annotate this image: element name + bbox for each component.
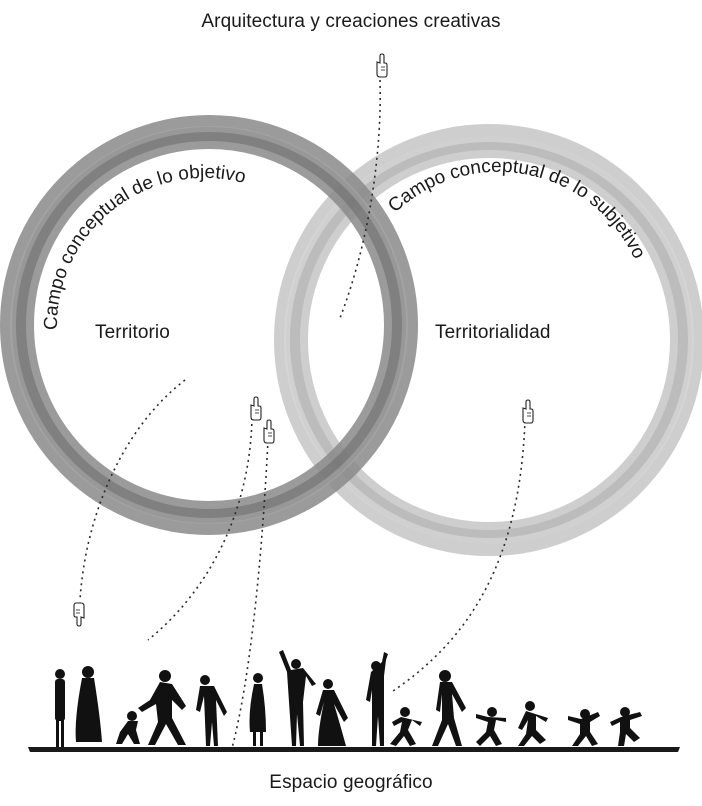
human-silhouette-icon — [279, 650, 316, 746]
human-silhouette-icon — [610, 707, 642, 746]
human-silhouette-icon — [55, 669, 65, 747]
human-silhouette-icon — [316, 679, 348, 746]
pointing-hand-icon — [251, 397, 261, 420]
pointing-hand-icon — [74, 603, 84, 626]
human-silhouette-icon — [366, 652, 388, 746]
human-silhouette-icon — [138, 670, 186, 745]
ground-line — [28, 747, 680, 752]
pointing-hand-icon — [377, 54, 387, 77]
territorialidad-label: Territorialidad — [435, 322, 551, 344]
human-silhouette-icon — [116, 711, 140, 744]
top-label: Arquitectura y creaciones creativas — [0, 11, 702, 33]
human-silhouette-icon — [432, 670, 466, 746]
bottom-label: Espacio geográfico — [0, 772, 702, 794]
pointing-hand-icon — [264, 420, 274, 443]
human-silhouette-icon — [390, 707, 422, 746]
people-silhouettes — [55, 650, 642, 747]
left-ring — [13, 129, 405, 521]
territorio-label: Territorio — [95, 322, 170, 344]
human-silhouette-icon — [76, 666, 102, 742]
human-silhouette-icon — [250, 673, 267, 746]
human-silhouette-icon — [568, 709, 600, 746]
connector-territorialidad — [390, 420, 525, 693]
human-silhouette-icon — [518, 701, 548, 746]
pointing-hand-icon — [523, 400, 533, 423]
human-silhouette-icon — [196, 675, 227, 746]
human-silhouette-icon — [476, 707, 506, 746]
